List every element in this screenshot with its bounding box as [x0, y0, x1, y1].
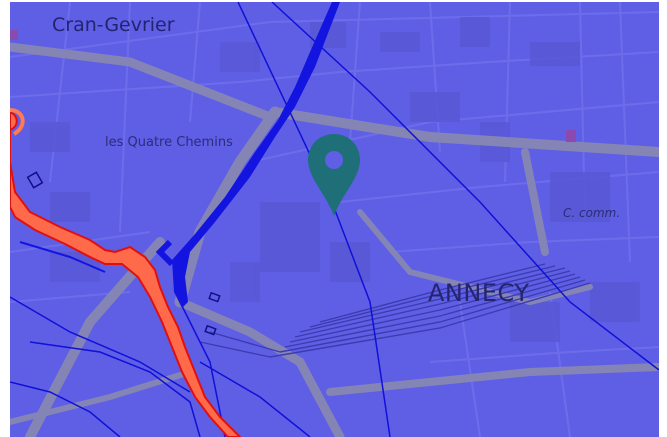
- place-label-annecy: ANNECY: [428, 279, 530, 307]
- map-pin-icon[interactable]: [306, 132, 362, 218]
- rail-yard: [199, 263, 591, 358]
- river: [10, 108, 242, 437]
- place-label-c-comm: C. comm.: [563, 206, 621, 220]
- map-pin-shape: [308, 134, 360, 216]
- boundary-lines: [10, 2, 659, 437]
- building-blocks: [30, 17, 640, 342]
- accent-buildings: [10, 30, 576, 142]
- thick-boundary: [172, 2, 340, 308]
- place-label-cran-gevrier: Cran-Gevrier: [52, 14, 175, 36]
- map-canvas: [10, 2, 659, 437]
- map-view[interactable]: Cran-Gevrier les Quatre Chemins C. comm.…: [10, 2, 659, 437]
- place-label-les-quatre-chemins: les Quatre Chemins: [105, 135, 233, 150]
- small-features: [26, 171, 221, 336]
- thick-boundary-edge: [155, 239, 175, 267]
